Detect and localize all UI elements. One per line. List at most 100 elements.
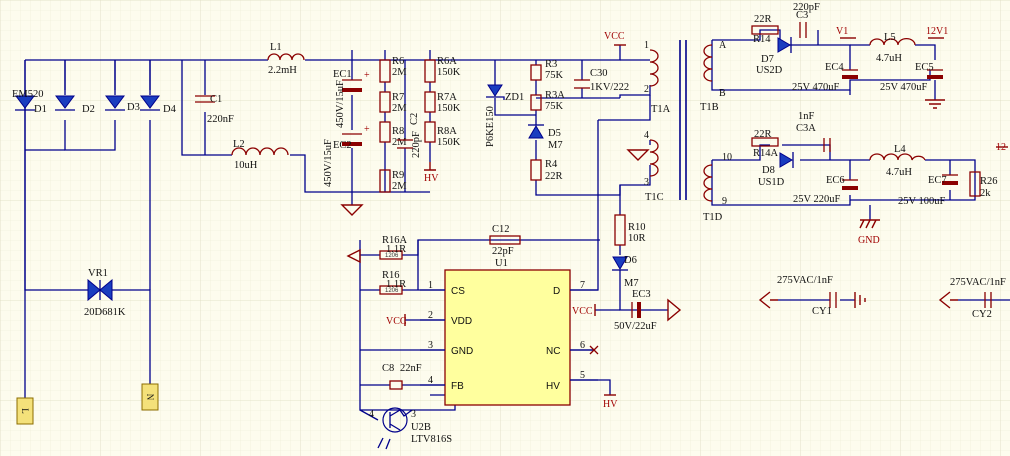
capacitor-ec5 xyxy=(927,69,943,79)
capacitor-ec1: + xyxy=(342,70,370,92)
r16-value: 1.1R xyxy=(386,279,406,290)
ground-symbol-t1c xyxy=(626,149,650,161)
r7-ref: R7 xyxy=(392,92,404,103)
u2b-pin-4: 4 xyxy=(369,409,374,420)
u1-pin-7-name: D xyxy=(553,286,560,297)
l5-value: 4.7uH xyxy=(876,53,902,64)
u1-pin-1-name: CS xyxy=(451,286,465,297)
c3a-value: 1nF xyxy=(798,111,815,122)
resistor-r16a xyxy=(379,250,403,260)
r8-ref: R8 xyxy=(392,126,404,137)
capacitor-ec6 xyxy=(842,179,858,190)
r6a-value: 150K xyxy=(437,67,461,78)
r14a-value: 22R xyxy=(754,129,772,140)
hv-net-marker xyxy=(424,162,436,171)
t1-pin-2: 2 xyxy=(644,84,649,95)
resistor-r6 xyxy=(379,59,391,83)
inductor-l1 xyxy=(267,53,305,61)
vcc-label-mid: VCC xyxy=(572,306,593,317)
rectifier-part: EM520 xyxy=(12,89,44,100)
diode-d5 xyxy=(528,124,544,139)
vcc-label-top: VCC xyxy=(604,31,625,42)
ground-symbol-ec3 xyxy=(667,298,682,322)
u1-pin-1-num: 1 xyxy=(428,280,433,291)
t1-pin-1: 1 xyxy=(644,40,649,51)
resistor-r14 xyxy=(751,25,779,35)
c3-value: 220pF xyxy=(793,2,820,13)
c2-value: 220pF xyxy=(411,131,422,158)
vr1-ref: VR1 xyxy=(88,268,108,279)
r16-footprint: 1206 xyxy=(385,288,399,294)
t1-pin-a: A xyxy=(719,40,727,51)
r3-value: 75K xyxy=(545,70,564,81)
c8-ref: C8 xyxy=(382,363,394,374)
resistor-r10 xyxy=(614,214,626,246)
r16a-footprint: 1206 xyxy=(385,253,399,259)
r3a-ref: R3A xyxy=(545,90,565,101)
ground-symbol-ec5 xyxy=(925,99,945,109)
c3-ref: C3 xyxy=(796,10,808,21)
c3a-ref: C3A xyxy=(796,123,816,134)
d8-value: US1D xyxy=(758,177,785,188)
ec3-ref: EC3 xyxy=(632,289,651,300)
r6a-ref: R6A xyxy=(437,56,457,67)
r8-value: 2M xyxy=(392,137,407,148)
ec6-value: 25V 220uF xyxy=(793,194,841,205)
l1-ref: L1 xyxy=(270,42,282,53)
resistor-r3a xyxy=(530,94,542,111)
hv-label-top: HV xyxy=(424,173,439,184)
r9-value: 2M xyxy=(392,181,407,192)
r3a-value: 75K xyxy=(545,101,564,112)
ec1-value: 450V/15uF xyxy=(335,80,346,128)
t1-pin-9: 9 xyxy=(722,196,727,207)
r6-ref: R6 xyxy=(392,56,404,67)
r4-ref: R4 xyxy=(545,159,558,170)
t1-pin-3: 3 xyxy=(644,177,649,188)
capacitor-ec2: + xyxy=(342,124,370,146)
inductor-l5 xyxy=(869,38,916,46)
l4-value: 4.7uH xyxy=(886,167,912,178)
u1-pin-4-name: FB xyxy=(451,381,464,392)
d1-label: D1 xyxy=(34,104,47,115)
r7a-value: 150K xyxy=(437,103,461,114)
u1-pin-6-name: NC xyxy=(546,346,560,357)
inductor-l2 xyxy=(231,147,289,156)
t1-pin-b: B xyxy=(719,88,726,99)
capacitor-c12 xyxy=(489,235,521,245)
r16a-ref: R16A xyxy=(382,235,408,246)
resistor-r8a xyxy=(424,121,436,143)
t1d-label: T1D xyxy=(703,212,723,223)
l2-value: 10uH xyxy=(234,160,258,171)
u2b-pin-3: 3 xyxy=(411,409,416,420)
capacitor-cy1 xyxy=(758,291,866,309)
r16-ref: R16 xyxy=(382,270,400,281)
r26-value: 2k xyxy=(980,188,991,199)
l5-ref: L5 xyxy=(884,32,896,43)
v12-label: 12V1 xyxy=(926,26,948,37)
r3-ref: R3 xyxy=(545,59,557,70)
diode-d8 xyxy=(779,152,794,168)
ec4-ref: EC4 xyxy=(825,62,844,73)
d8-ref: D8 xyxy=(762,165,775,176)
vcc-label-vdd: VCC xyxy=(386,316,407,327)
r9-ref: R9 xyxy=(392,170,404,181)
ec1-ref: EC1 xyxy=(333,69,352,80)
t1b-label: T1B xyxy=(700,102,719,113)
capacitor-cy2 xyxy=(938,291,992,309)
r16a-value: 1.1R xyxy=(386,244,406,255)
d5-ref: D5 xyxy=(548,128,561,139)
connector-line: L xyxy=(16,397,34,425)
resistor-r7 xyxy=(379,91,391,113)
winding-t1b xyxy=(703,44,713,82)
winding-t1c xyxy=(649,139,659,177)
zener-zd1 xyxy=(486,84,505,100)
connector-line-label: L xyxy=(20,408,30,414)
zd1-ref: ZD1 xyxy=(505,92,524,103)
l1-value: 2.2mH xyxy=(268,65,297,76)
hv-label-ic: HV xyxy=(603,399,618,410)
t1c-label: T1C xyxy=(645,192,664,203)
capacitor-ec7 xyxy=(942,174,958,185)
resistor-r14a xyxy=(751,137,779,147)
c2-ref: C2 xyxy=(409,113,420,125)
